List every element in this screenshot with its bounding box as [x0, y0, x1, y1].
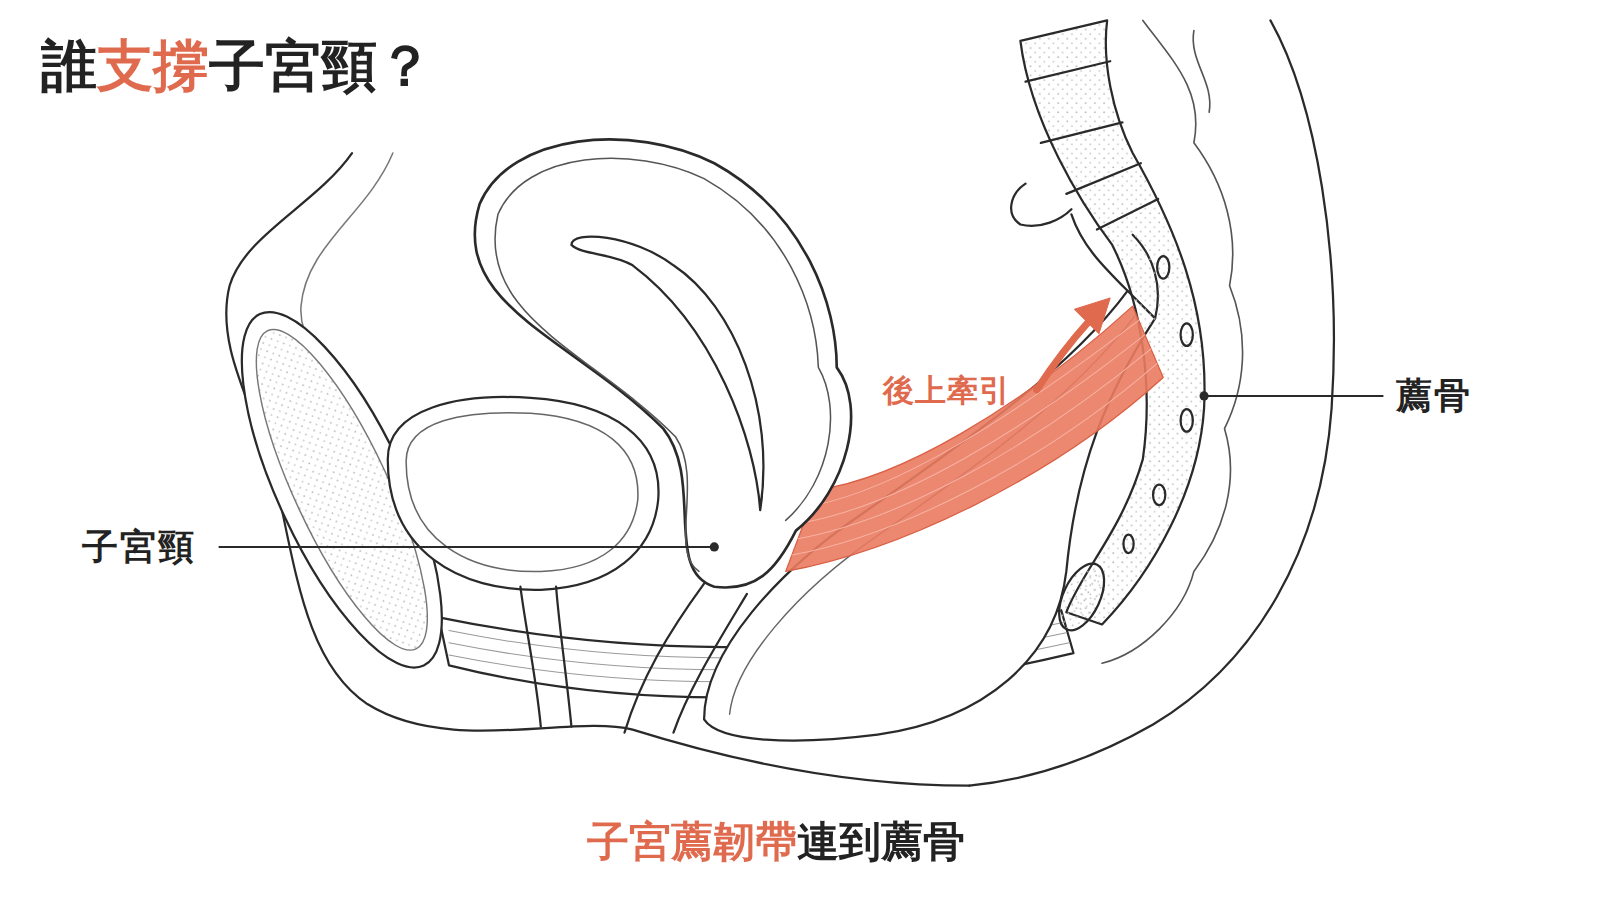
sacrum-bone — [1020, 20, 1204, 624]
traction-arrow — [1037, 320, 1090, 389]
vertebra-line — [1026, 61, 1159, 229]
vertebra-process — [1011, 184, 1071, 226]
bladder — [388, 397, 659, 590]
caption: 子宮薦韌帶連到薦骨 — [587, 817, 965, 867]
title: 誰支撐子宮頸？ — [41, 32, 433, 99]
sacral-foramen — [1181, 323, 1193, 345]
sacral-foramen — [1123, 535, 1133, 553]
uterus — [475, 139, 851, 587]
arrow-head — [1074, 298, 1110, 334]
back-tissue — [1193, 31, 1210, 113]
uterine-cavity — [571, 237, 763, 511]
sacral-foramen — [1181, 409, 1193, 431]
uterus-inner — [495, 158, 831, 571]
leader-line — [1204, 395, 1383, 397]
coccyx — [1050, 557, 1113, 637]
ligament-fiber — [810, 320, 1139, 506]
ligament-fiber — [804, 335, 1145, 523]
organ-label: 子宮頸 — [82, 525, 196, 568]
urethra — [520, 587, 571, 727]
leader-line — [219, 546, 714, 548]
leader-dot — [710, 542, 719, 551]
sacral-foramen — [1153, 485, 1165, 505]
vagina — [624, 584, 746, 733]
sacral-foramen — [1157, 256, 1169, 278]
ligament-fiber — [798, 349, 1151, 539]
leader-dot — [1199, 391, 1208, 400]
bone-label: 薦骨 — [1396, 374, 1472, 417]
force-label: 後上牽引 — [883, 372, 1011, 409]
